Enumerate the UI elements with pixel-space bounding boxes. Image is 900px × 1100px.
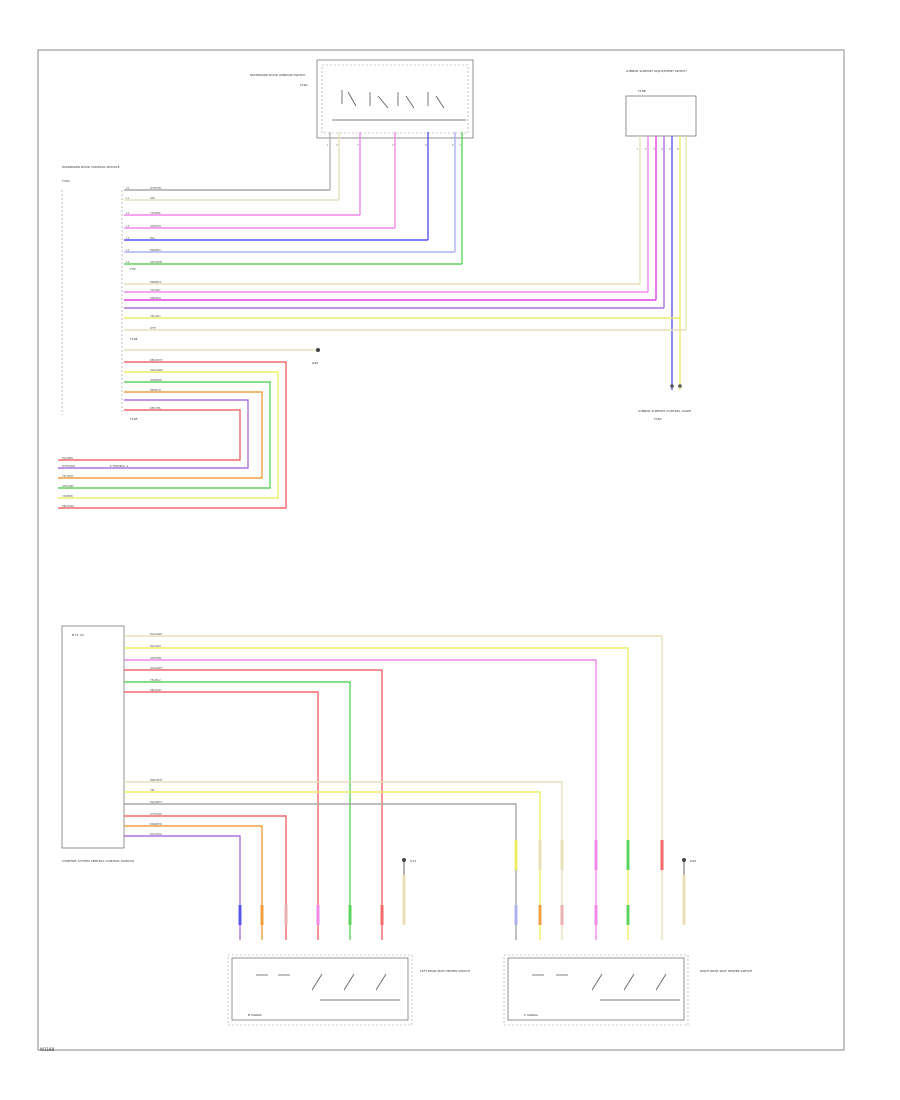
wire-group-door-switch — [124, 189, 462, 265]
passenger-door-switch-label: PASSENGER DOOR WINDOW SWITCH — [250, 73, 305, 77]
right-bus-label: C SIGNAL — [524, 1013, 538, 1017]
ground-right-label: G95 — [690, 859, 696, 863]
passenger-door-module-label: PASSENGER DOOR CONTROL MODULE — [62, 165, 120, 169]
wire-labels-harness: RED/WHT ORG/GRN GRN/RED BRN/VIO RED/YEL … — [62, 358, 163, 508]
lumbar-pin-2: 2 — [645, 147, 647, 151]
wire-color-label: VIO/RED — [62, 494, 73, 498]
module-pins-label: B T1 A3 — [72, 633, 84, 637]
wire-color-label: GRN/RED — [150, 378, 162, 382]
passenger-door-control-module: PASSENGER DOOR CONTROL MODULE T32A T32 T… — [61, 165, 138, 421]
comfort-module-label: COMFORT SYSTEM CENTRAL CONTROL MODULE — [62, 859, 134, 863]
wire-color-label: WHT/GRN — [62, 464, 75, 468]
wire-color-label: ORG/WHT — [150, 666, 163, 670]
left-seat-heater-label: LEFT REAR SEAT HEATER SWITCH — [420, 969, 470, 973]
wire-color-label: GRY — [150, 196, 156, 200]
wire-color-label: BRN/BLK — [150, 280, 162, 284]
top-switch-pin-3: 3 — [357, 143, 359, 147]
pin-label: 11 — [126, 196, 130, 200]
wire-color-label: BRN/RED — [150, 822, 162, 826]
connector-t16b-label: T16B — [637, 89, 646, 93]
ground-top-label: G40 — [312, 361, 318, 365]
wire-color-label: GRN/VIO — [150, 224, 161, 228]
wire-labels-door-switch: 10 11 12 13 14 15 16 WHT/YEL GRY VIO/PNK… — [126, 186, 162, 264]
connector-t16e-label: T16E — [129, 337, 138, 341]
pin-label: 14 — [126, 236, 130, 240]
pin-label: 16 — [126, 260, 130, 264]
wire-color-label: ORG/GRN — [150, 368, 163, 372]
wire-color-label: RED/YEL — [150, 406, 162, 410]
wire-color-label: RED/GRY — [150, 688, 162, 692]
wire-color-label: WHT — [150, 326, 157, 330]
wire-color-label: WHT/GRY — [150, 812, 163, 816]
lumbar-pin-5: 5 — [669, 147, 671, 151]
pin-label: 15 — [126, 248, 130, 252]
wire-color-label: ORG/GRY — [62, 484, 74, 488]
passenger-door-window-switch: PASSENGER DOOR WINDOW SWITCH T16A 1 2 3 … — [250, 59, 474, 264]
top-switch-pin-7: 7 — [459, 143, 461, 147]
passenger-door-module-connector: T32A — [61, 179, 71, 183]
wire-color-label: BRN/BLU — [150, 248, 161, 252]
lumbar-pin-6: 6 — [677, 147, 679, 151]
wire-color-label: GRY/PNK — [150, 656, 162, 660]
wire-group-comfort-lower — [124, 781, 563, 940]
connector-t16f-label: T16F — [129, 417, 138, 421]
top-switch-pin-6: 6 — [452, 143, 454, 147]
wire-color-label: YEL — [150, 788, 155, 792]
ground-point-right — [682, 858, 686, 862]
top-switch-pin-4: 4 — [392, 143, 394, 147]
lumbar-valve-label: LUMBAR SUPPORT CONTROL VALVE — [638, 409, 691, 413]
ground-point-top — [316, 348, 320, 352]
wire-color-label: BLU/GRN — [150, 632, 162, 636]
wire-group-lumbar — [124, 283, 686, 331]
wire-color-label: BLU — [150, 236, 155, 240]
wire-labels-comfort-upper: BLU/GRN BLK/GRY GRY/PNK ORG/WHT YEL/BLU … — [150, 632, 163, 692]
top-switch-pin-1: 1 — [327, 143, 329, 147]
wire-color-label: PNK/BLU — [150, 296, 161, 300]
wire-color-label: VIO/GRY — [150, 288, 161, 292]
left-seat-heater-switch: LEFT REAR SEAT HEATER SWITCH B SIGNAL — [227, 954, 470, 1026]
right-seat-heater-label: RIGHT REAR SEAT HEATER SWITCH — [700, 969, 752, 973]
wire-color-label: BLU/ORG — [150, 832, 162, 836]
diagram-frame — [37, 49, 845, 1051]
pin-label: 10 — [126, 186, 130, 190]
pin-label: 13 — [126, 224, 130, 228]
diagram-id: W1188 — [40, 1047, 55, 1052]
right-seat-heater-switch: RIGHT REAR SEAT HEATER SWITCH C SIGNAL — [503, 954, 752, 1026]
lumbar-pin-3: 3 — [653, 147, 655, 151]
wire-labels-comfort-lower: PNK/WHT YEL BLK/WHT WHT/GRY BRN/RED BLU/… — [150, 778, 163, 836]
top-switch-pin-5: 5 — [425, 143, 427, 147]
connector-t32-label: T32 — [129, 267, 136, 271]
wire-color-label: RED/WHT — [150, 358, 163, 362]
lumbar-pin-4: 4 — [661, 147, 663, 151]
wire-color-label: VIO/PNK — [150, 211, 161, 215]
wire-color-label: GRY/GRN — [150, 260, 162, 264]
wire-color-label: PNK/WHT — [150, 778, 163, 782]
wire-color-label: YEL/GRY — [150, 314, 161, 318]
lumbar-pin-1: 1 — [637, 147, 639, 151]
top-switch-pin-2: 2 — [336, 143, 338, 147]
comfort-system-module: B T1 A3 COMFORT SYSTEM CENTRAL CONTROL M… — [61, 625, 134, 863]
wire-group-harness — [58, 349, 318, 509]
left-bus-label: B SIGNAL — [248, 1013, 262, 1017]
lumbar-switch-label: LUMBAR SUPPORT ADJUSTMENT SWITCH — [626, 69, 687, 73]
ground-left-label: G71 — [410, 859, 416, 863]
wire-segment-markers — [238, 840, 686, 925]
lumbar-support-switch: LUMBAR SUPPORT ADJUSTMENT SWITCH T16B 1 … — [625, 69, 697, 421]
wire-labels-lumbar: BRN/BLK VIO/GRY PNK/BLU YEL/GRY WHT — [150, 280, 162, 330]
wire-color-label: BLK/GRY — [150, 644, 161, 648]
wire-color-label: WHT/YEL — [150, 186, 162, 190]
wire-color-label: BLK/WHT — [150, 800, 162, 804]
ground-point-left — [402, 858, 406, 862]
connector-t16c-label: T16C — [653, 417, 662, 421]
wire-color-label: YEL/BLU — [150, 678, 161, 682]
wire-color-label: BLU/PNK — [62, 456, 73, 460]
wire-group-comfort-upper — [124, 635, 663, 940]
pin-label: 12 — [126, 211, 130, 215]
wire-color-label: YEL/WHT — [62, 474, 74, 478]
connector-t16a-label: T16A — [299, 83, 309, 87]
wire-color-label: RED/ORG — [62, 504, 74, 508]
wire-color-label: BRN/VIO — [150, 388, 161, 392]
splice-label: E TERMINAL 4 — [110, 464, 128, 468]
